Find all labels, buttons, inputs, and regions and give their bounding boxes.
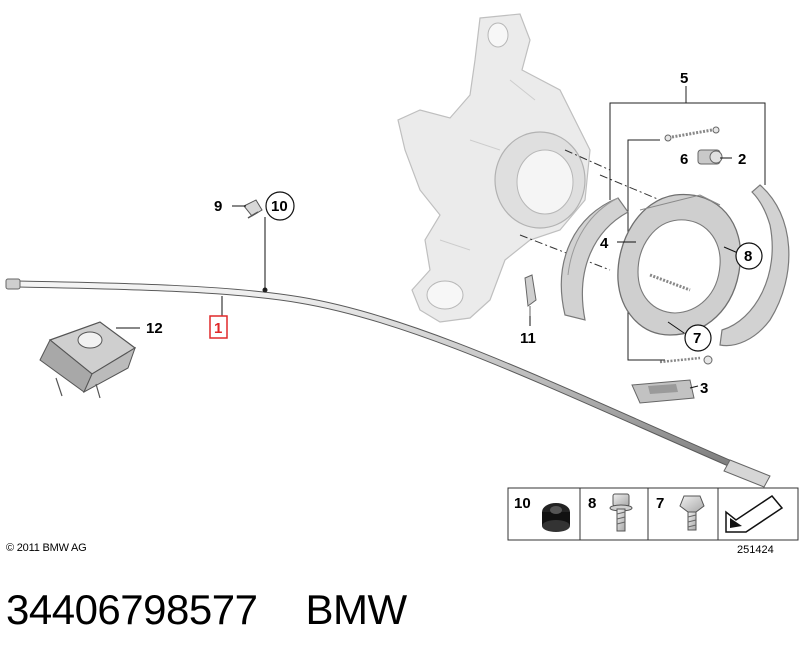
bolt-icon xyxy=(679,495,705,531)
callout-7: 7 xyxy=(693,330,701,347)
callout-labels: 5 6 2 4 8 7 3 11 9 10 12 1 xyxy=(146,70,763,397)
callout-2: 2 xyxy=(738,151,746,168)
part-caption: 34406798577 BMW xyxy=(6,586,407,634)
callout-12: 12 xyxy=(146,320,163,337)
brake-shoe-right xyxy=(719,184,790,347)
callout-9: 9 xyxy=(214,198,222,215)
callout-10: 10 xyxy=(271,198,288,215)
handbrake-cable xyxy=(5,278,771,488)
legend-label-10: 10 xyxy=(514,495,531,512)
callout-4: 4 xyxy=(600,235,609,252)
parts-diagram: 5 6 2 4 8 7 3 11 9 10 12 1 10 8 xyxy=(5,13,799,541)
fastener-legend: 10 8 7 xyxy=(507,487,799,541)
copyright-text: © 2011 BMW AG xyxy=(6,542,87,554)
assembly-lines xyxy=(519,149,661,271)
direction-arrow-icon xyxy=(725,495,784,533)
diagram-reference-number: 251424 xyxy=(737,544,774,556)
brand-name: BMW xyxy=(305,586,407,633)
callout-11: 11 xyxy=(520,330,536,347)
callout-1: 1 xyxy=(214,320,222,337)
grommet-icon xyxy=(542,503,570,532)
cable-holder-part xyxy=(39,321,137,399)
brake-shoe-left xyxy=(560,197,629,321)
springs xyxy=(649,126,720,365)
leader-lines xyxy=(116,157,739,389)
cable-clip-part xyxy=(243,199,263,219)
callout-3: 3 xyxy=(700,380,708,397)
adjuster-part xyxy=(697,149,723,165)
backing-plate xyxy=(617,193,742,336)
wheel-carrier xyxy=(397,13,591,323)
callout-6: 6 xyxy=(680,151,688,168)
expander-part xyxy=(631,379,695,404)
bolt-washer-icon xyxy=(609,493,633,532)
hold-down-part xyxy=(524,274,537,316)
callout-5: 5 xyxy=(680,70,688,87)
callout-8: 8 xyxy=(744,248,752,265)
part-number: 34406798577 xyxy=(6,586,258,633)
legend-label-7: 7 xyxy=(656,495,664,512)
legend-label-8: 8 xyxy=(588,495,596,512)
